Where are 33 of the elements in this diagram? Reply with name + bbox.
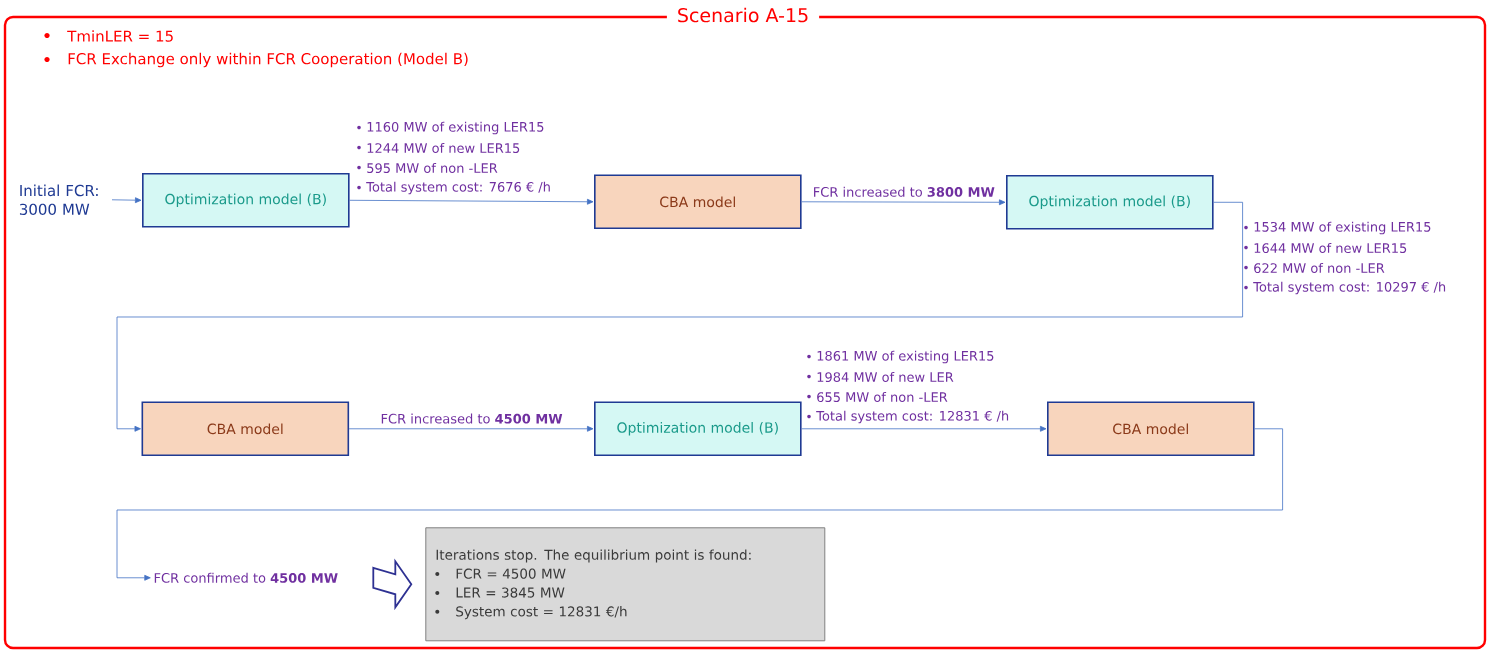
process-box: CBA model	[594, 174, 802, 230]
process-box: Optimization model (B)	[1006, 175, 1214, 230]
start-text: Initial FCR: 3000 MW	[19, 184, 98, 215]
edge-label: FCR increased to 3800 MW	[814, 186, 995, 197]
arrow	[111, 197, 142, 204]
process-box: Optimization model (B)	[594, 401, 802, 457]
bullet-item: 1244 MW of new LER15	[357, 142, 520, 154]
bullet-item: Total system cost: 12831 € /h	[807, 410, 1009, 424]
result-text: FCR confirmed to 4500 MW	[154, 572, 338, 583]
bullet-item: 1534 MW of existing LER15	[1244, 221, 1431, 235]
bullet-item: TminLER = 15	[44, 30, 173, 42]
bullet-item: 1984 MW of new LER	[807, 371, 954, 383]
bullet-item: 1160 MW of existing LER15	[357, 121, 544, 135]
arrow	[349, 198, 594, 205]
arrow	[801, 425, 1047, 432]
bullet-item: 655 MW of non -LER	[807, 391, 948, 403]
bullet-item: FCR Exchange only within FCR Cooperation (Model B)	[44, 52, 468, 68]
bullet-item: 622 MW of non -LER	[1244, 262, 1385, 274]
process-box: CBA model	[1047, 401, 1255, 457]
bullet-item: 1861 MW of existing LER15	[807, 350, 994, 364]
arrow	[116, 201, 1243, 432]
process-box: Optimization model (B)	[142, 173, 350, 228]
arrow	[348, 425, 594, 432]
bullet-item: 595 MW of non -LER	[357, 162, 498, 174]
edge-label: FCR increased to 4500 MW	[381, 413, 563, 424]
bullet-item: Total system cost: 10297 € /h	[1244, 281, 1446, 295]
result-box: Iterations stop. The equilibrium point is found: FCR = 4500 MW LER = 3845 MW System cost = 12831 €/h	[425, 527, 826, 642]
arrow	[116, 428, 1283, 581]
block-arrow	[372, 558, 413, 611]
process-box: CBA model	[141, 401, 350, 457]
bullet-item: 1644 MW of new LER15	[1244, 242, 1407, 254]
bullet-item: Total system cost: 7676 € /h	[357, 181, 550, 195]
arrow	[801, 199, 1006, 206]
